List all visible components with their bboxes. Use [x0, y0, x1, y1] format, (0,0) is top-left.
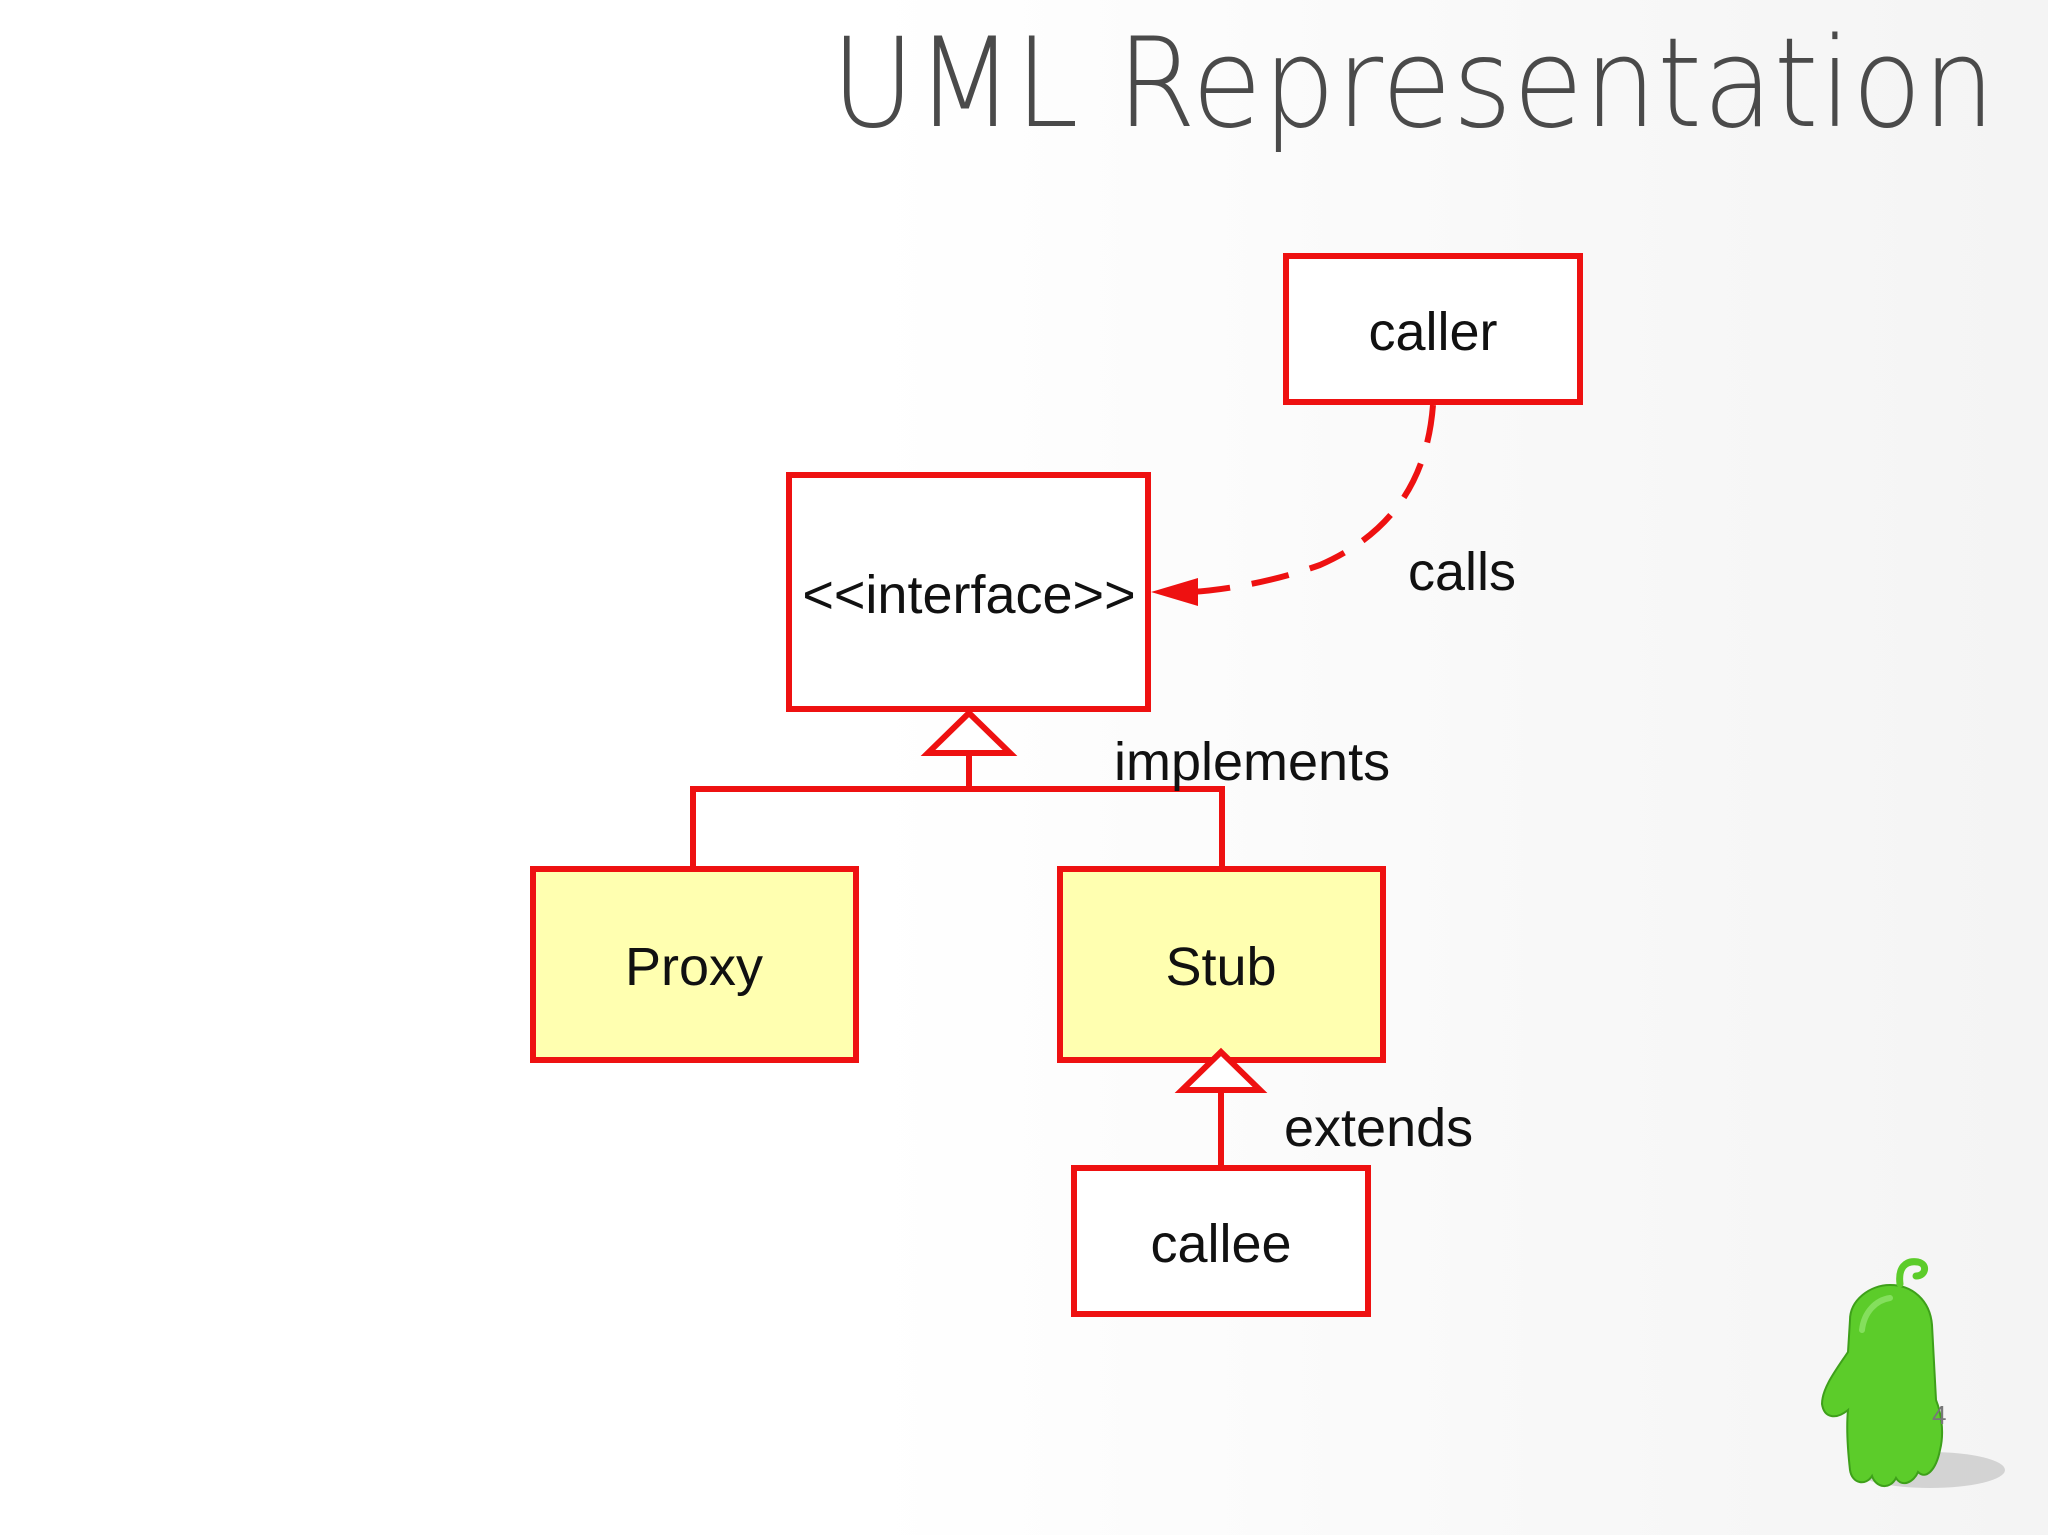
extends-connector [1174, 1047, 1268, 1168]
extends-triangle [1174, 1047, 1268, 1093]
caller-box: caller [1283, 253, 1583, 405]
implements-connector [690, 708, 1225, 869]
calls-arrowhead [1151, 578, 1198, 606]
stub-box: Stub [1057, 866, 1386, 1063]
proxy-box: Proxy [530, 866, 859, 1063]
callee-box: callee [1071, 1165, 1371, 1317]
proxy-label: Proxy [625, 937, 763, 997]
page-number: 4 [1932, 1400, 1947, 1430]
interface-box: <<interface>> [786, 472, 1151, 712]
calls-label: calls [1408, 542, 1516, 602]
calls-dependency-line [1189, 404, 1436, 595]
slide-title: UML Representation [831, 12, 1996, 156]
green-blob-mascot-icon [1820, 1258, 2005, 1488]
implements-label: implements [1114, 732, 1390, 792]
extends-label: extends [1284, 1098, 1473, 1158]
implements-triangle [920, 708, 1018, 756]
stub-label: Stub [1165, 937, 1276, 997]
interface-label: <<interface>> [802, 565, 1135, 625]
caller-label: caller [1368, 302, 1497, 362]
callee-label: callee [1150, 1214, 1291, 1274]
